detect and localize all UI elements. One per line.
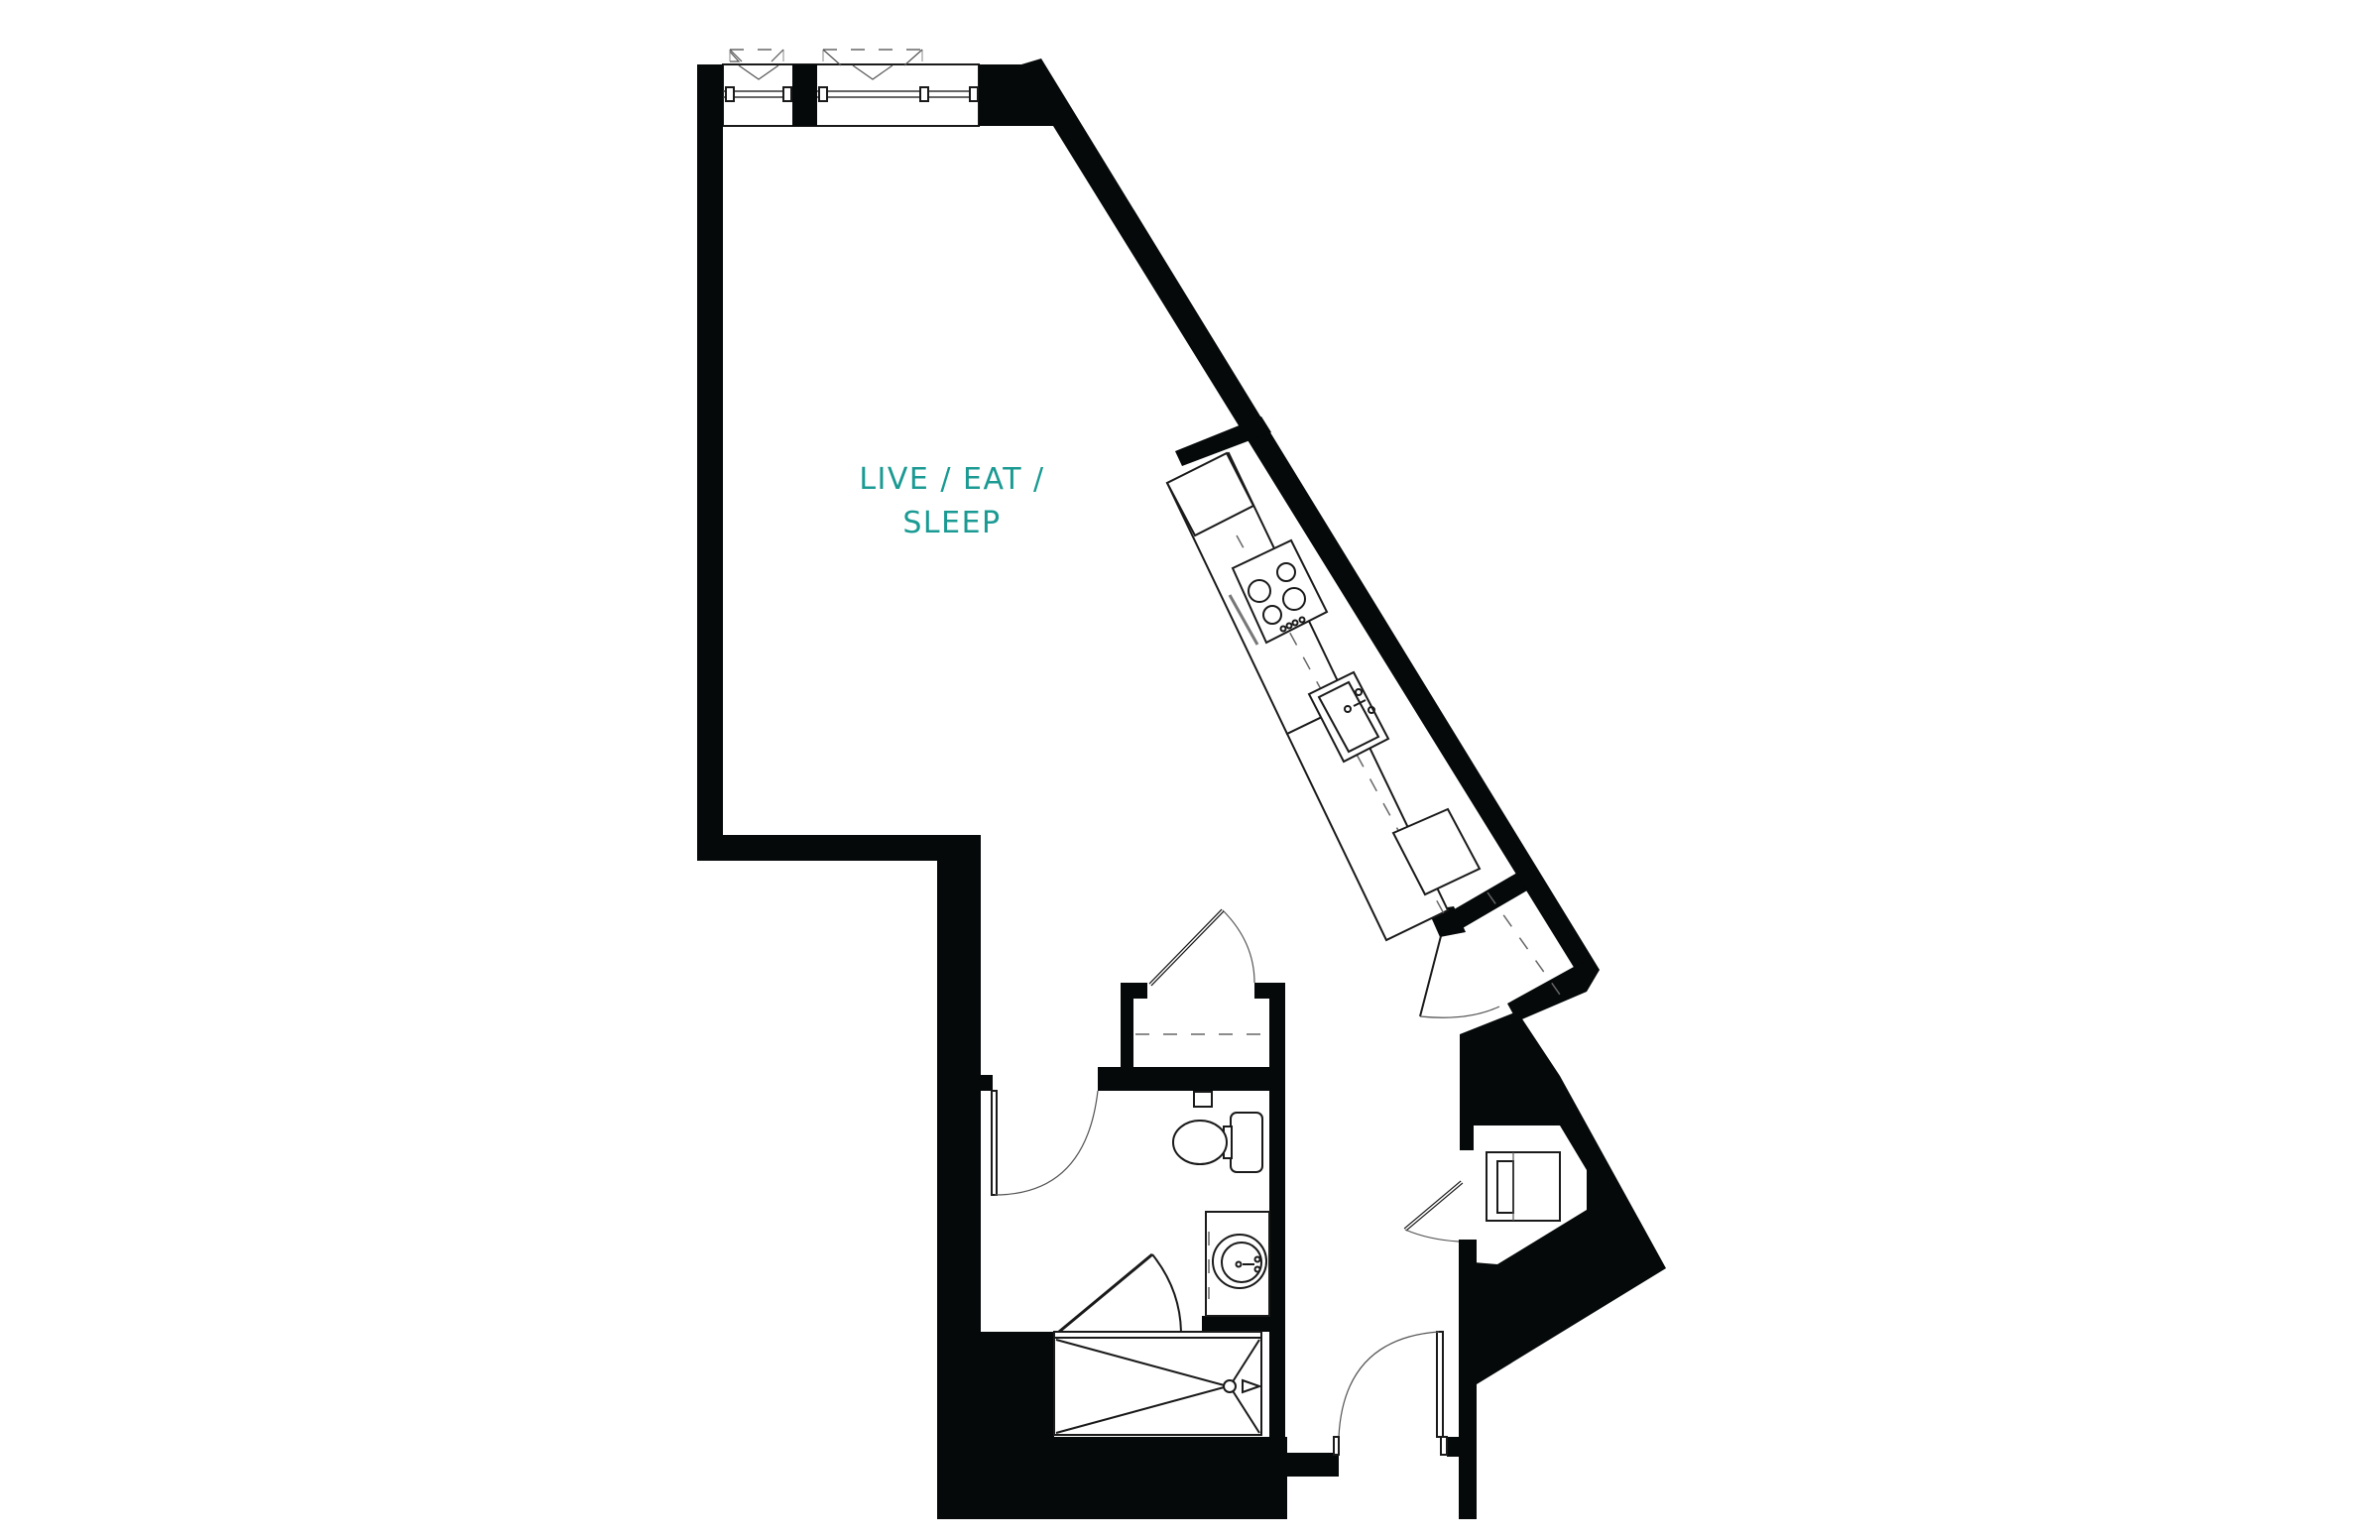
kitchen-sink	[1307, 670, 1390, 764]
room-label-live-eat-sleep: LIVE / EAT / SLEEP	[813, 458, 1091, 545]
vanity-sink	[1205, 1211, 1270, 1317]
walls	[697, 59, 1666, 1519]
window-group	[722, 49, 980, 127]
pantry-closet	[1419, 891, 1566, 1018]
bathroom	[991, 1090, 1270, 1436]
room-label-line-2: SLEEP	[902, 506, 1002, 540]
reach-in-closet	[1135, 908, 1269, 1035]
entry-door	[1333, 1331, 1448, 1456]
toilet	[1172, 1091, 1263, 1173]
shower	[1053, 1331, 1263, 1436]
washer-dryer	[1403, 1151, 1561, 1243]
kitchen	[1165, 451, 1482, 942]
room-label-line-1: LIVE / EAT /	[859, 462, 1045, 497]
cooktop	[1228, 538, 1329, 646]
